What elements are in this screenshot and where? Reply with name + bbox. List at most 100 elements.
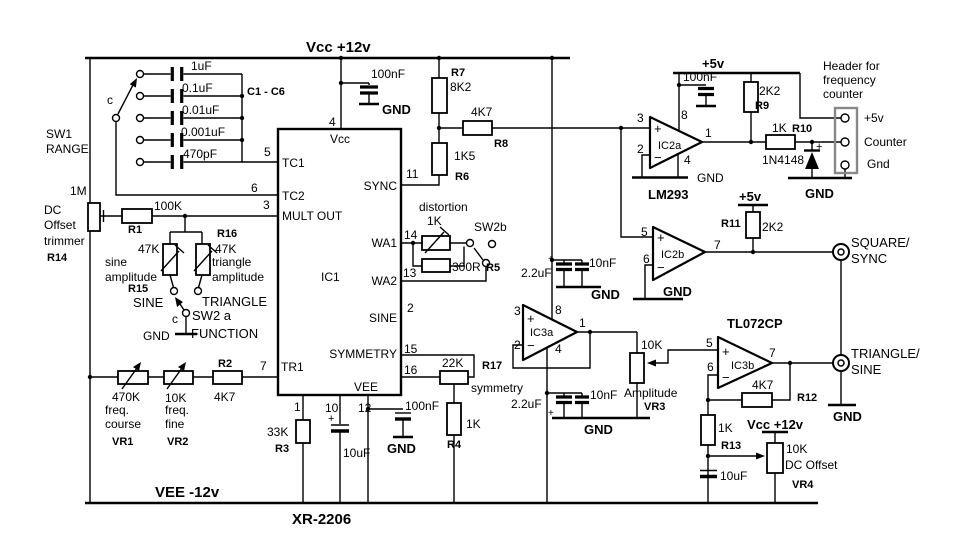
ic2a-minus: −	[654, 150, 662, 165]
distortion-label: distortion	[419, 200, 468, 214]
d1-part: 1N4148	[762, 153, 804, 167]
upper-2u2-value: 2.2uF	[521, 266, 552, 280]
upper-dec-gnd: GND	[591, 287, 620, 302]
ic1-pin7: 7	[260, 359, 267, 373]
r12-value: 4K7	[752, 378, 774, 392]
sine-amp-l1: sine	[105, 255, 127, 269]
lower-2u2-plus: +	[548, 408, 554, 419]
header-5v-label: +5v	[864, 111, 884, 125]
r7-resistor	[431, 77, 448, 114]
r16-ref: R16	[217, 228, 237, 240]
sw1-contact-2	[135, 91, 145, 101]
r3-value: 33K	[267, 425, 288, 439]
r9-resistor	[743, 81, 759, 113]
ic3b-opamp: TL072CP 5 6 7 + − IC3b 4K7 R12	[705, 316, 833, 408]
r7-value: 8K2	[450, 80, 472, 94]
sw1-common-contact	[111, 113, 121, 123]
triangle-out-l2: SINE	[851, 362, 882, 377]
r10-resistor	[765, 134, 796, 150]
r14-ref: R14	[47, 252, 68, 264]
ic1-bottom-components: 33K R3 + 10uF 100nF GND	[267, 395, 439, 503]
pin12-gnd: GND	[387, 441, 416, 456]
sw2a-gnd-label: GND	[143, 329, 170, 343]
sine-amp-l2: amplitude	[105, 270, 157, 284]
vr4-label: DC Offset	[785, 458, 838, 472]
ic1-pin5: 5	[264, 145, 271, 159]
ic1-pin4: 4	[329, 115, 336, 129]
sw1-range-label: RANGE	[46, 142, 89, 156]
vr3-label: Amplitude	[624, 386, 678, 400]
lower-dec-gnd: GND	[584, 422, 613, 437]
triangle-position-label: TRIANGLE	[202, 294, 267, 309]
r3-ref: R3	[275, 443, 289, 455]
r12-resistor	[741, 392, 773, 408]
ic2a-triangle	[648, 115, 704, 170]
ic2b-gnd: GND	[663, 284, 692, 299]
ic2b-plus: +	[657, 230, 665, 245]
upper-10nf-value: 10nF	[589, 256, 616, 270]
vr3-value: 10K	[641, 338, 662, 352]
cap-0.001uf-label: 0.001uF	[181, 125, 225, 139]
frequency-counter-header: Header for frequency counter +5v Counter…	[823, 59, 907, 175]
header-outline	[833, 106, 859, 175]
symmetry-label: symmetry	[471, 381, 523, 395]
r14-l3: trimmer	[44, 234, 85, 248]
r9-value: 2K2	[759, 84, 781, 98]
r10-ref: R10	[792, 123, 812, 135]
ic2a-gnd: GND	[697, 171, 724, 185]
r6-value: 1K5	[454, 149, 476, 163]
cap-0.01uf-label: 0.01uF	[182, 103, 219, 117]
vr3-ref: VR3	[644, 401, 665, 413]
ic3a-triangle	[521, 303, 579, 362]
r4-value: 1K	[466, 417, 481, 431]
plus5-cap-value: 100nF	[683, 70, 717, 84]
r11-ref: R11	[721, 218, 741, 230]
sw2a-sine-contact	[169, 286, 179, 296]
r13-ref: R13	[721, 440, 741, 452]
ic1-sync-label: SYNC	[364, 179, 398, 193]
ic1-symmetry-label: SYMMETRY	[329, 347, 397, 361]
ic2a-plus: +	[654, 121, 662, 136]
header-l1: Header for	[823, 59, 880, 73]
r14-value: 1M	[70, 184, 87, 198]
header-gnd-label: Gnd	[867, 157, 890, 171]
amplitude-pot: 10K Amplitude VR3	[624, 338, 718, 418]
r4-ref: R4	[447, 439, 462, 451]
cap-470pf-label: 470pF	[183, 147, 217, 161]
vcc-rail-label: Vcc +12v	[306, 39, 371, 56]
ic3b-triangle	[716, 335, 774, 390]
r6-ref: R6	[455, 171, 469, 183]
ic1-pin14: 14	[404, 228, 418, 242]
ic2b-triangle	[651, 225, 707, 282]
sw2b-contact-b	[487, 239, 497, 249]
sw2b-common-contact	[481, 258, 491, 268]
r8-ref: R8	[494, 138, 508, 150]
vr2-l1: freq.	[165, 403, 189, 417]
header-l3: counter	[823, 87, 863, 101]
ic1-sine-label: SINE	[369, 311, 397, 325]
header-pin-gnd	[840, 160, 850, 170]
ic2b-pin7: 7	[714, 238, 721, 252]
distortion-pot-value: 1K	[427, 214, 442, 228]
ic2a-pin3: 3	[637, 111, 644, 125]
vr1-ref: VR1	[112, 436, 133, 448]
ic3a-pin4: 4	[555, 342, 562, 356]
sw2b-name: SW2b	[474, 220, 507, 234]
vr1-l1: freq.	[105, 403, 129, 417]
triangle-bnc-inner	[837, 359, 845, 367]
sw1-contact-5	[135, 157, 145, 167]
vr2-l2: fine	[165, 417, 185, 431]
ic3b-pin7: 7	[769, 346, 776, 360]
ic3b-pin5: 5	[706, 336, 713, 350]
r3-resistor	[295, 419, 311, 444]
square-bnc-inner	[837, 248, 845, 256]
cap-0.1uf-label: 0.1uF	[182, 81, 213, 95]
sw2a-wiper-arrow	[175, 297, 183, 307]
sw1-contact-3	[135, 113, 145, 123]
ic3b-ref: IC3b	[731, 360, 754, 372]
ic3a-ref: IC3a	[530, 327, 554, 339]
distortion-pot	[421, 235, 451, 251]
sw1-wiper-arrow	[129, 78, 137, 88]
r8-value: 4K7	[471, 105, 493, 119]
